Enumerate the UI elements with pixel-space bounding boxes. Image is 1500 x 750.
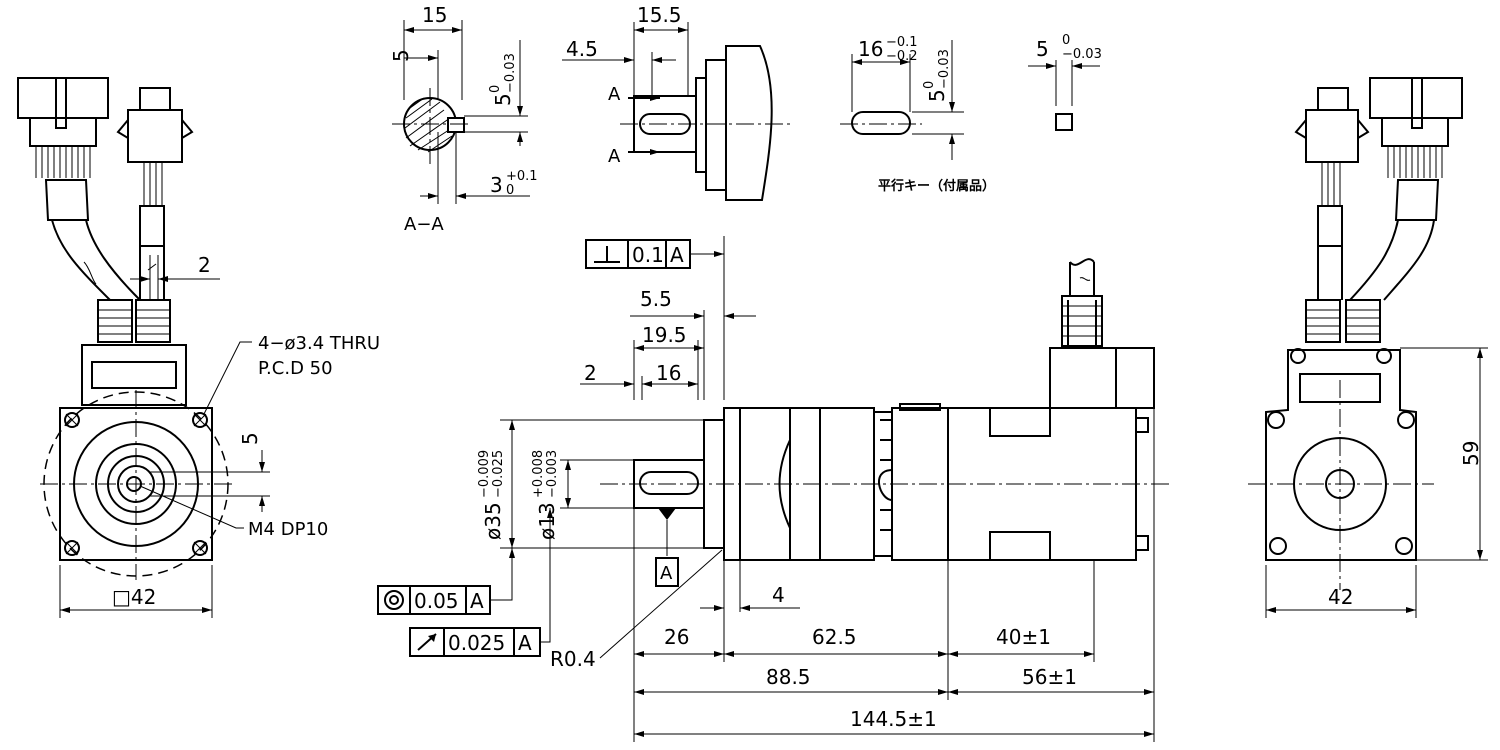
key-section-aa: 15 5 5 0 −0.03 3 +0.1 0 A−A	[389, 3, 538, 235]
left-front-view: 2 5 4−ø3.4 THRU P.C.D 50 M4 DP10 □42	[17, 77, 380, 618]
key-depth-low: 0	[506, 183, 514, 198]
pkey-w-main: 5	[1036, 37, 1049, 61]
pkey-caption: 平行キー（付属品）	[878, 178, 995, 194]
side-dim-40: 40±1	[996, 625, 1051, 649]
shaft-dim-15-5: 15.5	[637, 3, 682, 27]
datum-a-label: A	[660, 563, 673, 584]
perp-tolerance-frame: 0.1 A	[585, 236, 725, 400]
side-dim-2: 2	[584, 361, 597, 385]
key-dim-5: 5	[389, 49, 413, 62]
left-note-thru: 4−ø3.4 THRU	[258, 333, 380, 354]
left-dim-square: □42	[112, 585, 156, 609]
runout-datum: A	[518, 631, 532, 655]
pkey-h-main: 5	[925, 89, 949, 102]
left-mount-holes	[64, 412, 208, 556]
runout-tolerance-frame: 0.025 A	[409, 508, 553, 657]
left-note-pcd: P.C.D 50	[258, 358, 333, 379]
pkey-len-main: 16	[858, 37, 883, 61]
side-diam35-low: −0.025	[491, 450, 506, 498]
side-view: 0.1 A 5.5 19.5 2 16 A	[377, 236, 1170, 742]
side-diam13-up: +0.008	[531, 450, 546, 498]
pkey-len-low: −0.2	[886, 49, 918, 64]
key-tol-main: 5	[491, 93, 515, 106]
left-cable-boots	[97, 299, 171, 343]
right-small-connector	[1294, 87, 1370, 300]
shaft-dim-4-5: 4.5	[566, 37, 598, 61]
left-dim-gap: 2	[198, 253, 211, 277]
side-dim-16: 16	[656, 361, 681, 385]
side-dim-88-5: 88.5	[766, 665, 811, 689]
side-dim-19-5: 19.5	[642, 323, 687, 347]
side-dim-62-5: 62.5	[812, 625, 857, 649]
pkey-h-up: 0	[922, 81, 937, 89]
perp-value: 0.1	[632, 243, 664, 267]
side-diam13-main: ø13	[535, 502, 559, 540]
pkey-w-up: 0	[1062, 33, 1070, 48]
side-dim-4: 4	[772, 583, 785, 607]
perp-datum: A	[670, 243, 684, 267]
runout-value: 0.025	[448, 631, 505, 655]
left-note-tap: M4 DP10	[248, 519, 328, 540]
shaft-top-view: 15.5 4.5 A A	[562, 3, 790, 201]
shaft-a-upper: A	[608, 84, 621, 105]
key-dim-15: 15	[422, 3, 447, 27]
side-dim-26: 26	[664, 625, 689, 649]
key-tol-up: 0	[488, 85, 503, 93]
side-r04: R0.4	[550, 647, 596, 671]
conc-value: 0.05	[414, 589, 459, 613]
pkey-h-low: −0.03	[937, 49, 952, 89]
key-depth-up: +0.1	[506, 169, 538, 184]
left-small-connector	[116, 87, 194, 300]
pkey-w-low: −0.03	[1062, 47, 1102, 62]
side-dim-5-5: 5.5	[640, 287, 672, 311]
conc-tolerance-frame: 0.05 A	[377, 548, 515, 615]
pkey-len-up: −0.1	[886, 35, 918, 50]
side-diam35-up: −0.009	[477, 450, 492, 498]
right-dim-59: 59	[1459, 441, 1483, 466]
side-diam35-main: ø35	[481, 502, 505, 540]
key-tol-low: −0.03	[503, 53, 518, 93]
right-rear-view: 59 42	[1248, 77, 1488, 618]
right-screws	[1267, 348, 1415, 555]
side-dim-56: 56±1	[1022, 665, 1077, 689]
conc-datum: A	[470, 589, 484, 613]
right-large-connector	[1349, 77, 1463, 301]
parallel-key: 16 −0.1 −0.2 5 0 −0.03 5 0 −0.03 平行キー（付属…	[840, 33, 1102, 194]
left-large-connector	[17, 77, 141, 301]
side-diam13-low: −0.003	[545, 450, 560, 498]
key-depth-main: 3	[490, 173, 503, 197]
shaft-a-lower: A	[608, 146, 621, 167]
key-section-label: A−A	[404, 214, 444, 235]
right-dim-42: 42	[1328, 585, 1353, 609]
left-dim-offset: 5	[238, 432, 262, 445]
side-dim-144-5: 144.5±1	[850, 707, 937, 731]
